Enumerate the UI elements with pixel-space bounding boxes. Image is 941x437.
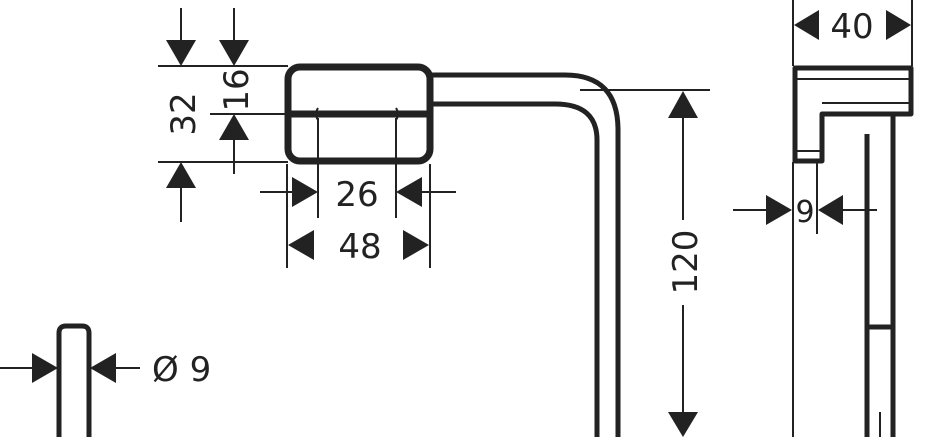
ring-inner-edge (431, 101, 600, 437)
ring-outer-edge (431, 72, 621, 437)
dim-label-16: 16 (217, 68, 257, 111)
dim-label-120: 120 (666, 230, 706, 295)
dim-label-diameter: Ø 9 (152, 350, 211, 390)
dim-label-32: 32 (164, 92, 204, 135)
dim-label-26: 26 (335, 175, 378, 215)
front-view (56, 63, 621, 437)
dim-label-40: 40 (830, 7, 873, 47)
ring-end-post (56, 323, 92, 437)
dim-diameter-9: Ø 9 (0, 350, 211, 390)
dim-label-side-9: 9 (795, 195, 814, 230)
dim-vertical-32-16: 32 16 (158, 8, 290, 222)
dim-label-48: 48 (338, 227, 381, 267)
dim-horizontal-26: 26 (260, 118, 456, 218)
dim-vertical-120: 120 (580, 89, 710, 437)
side-view: 40 9 (733, 0, 914, 437)
dim-horizontal-48: 48 (286, 164, 431, 268)
side-mount-block (792, 65, 914, 164)
